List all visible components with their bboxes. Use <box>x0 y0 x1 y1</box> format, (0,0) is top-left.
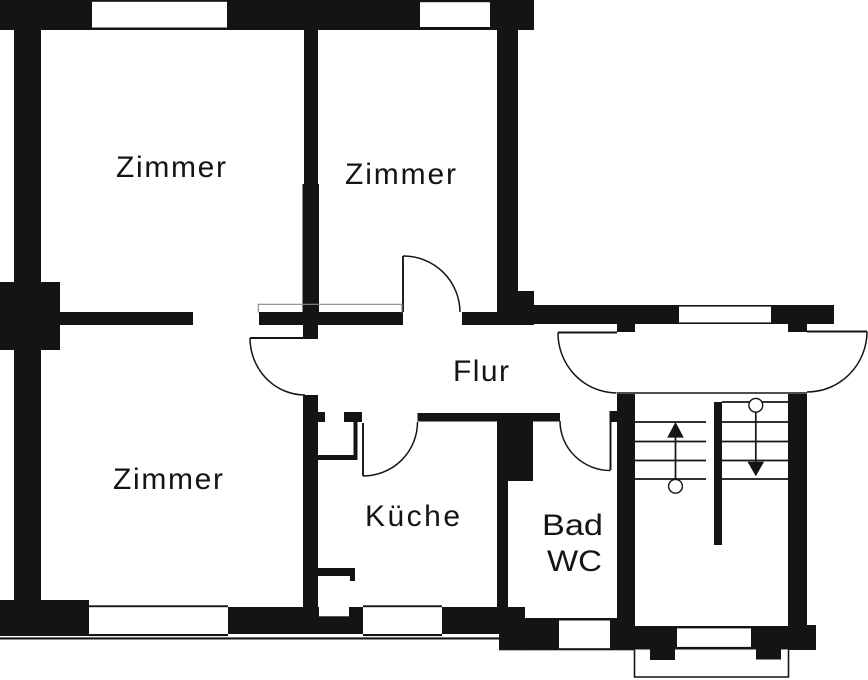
svg-text:Zimmer: Zimmer <box>116 151 226 184</box>
svg-text:WC: WC <box>547 545 602 578</box>
svg-text:Zimmer: Zimmer <box>345 158 456 191</box>
svg-text:Küche: Küche <box>365 500 460 533</box>
svg-text:Zimmer: Zimmer <box>113 463 223 496</box>
svg-text:Flur: Flur <box>453 355 509 388</box>
svg-text:Bad: Bad <box>542 509 603 542</box>
